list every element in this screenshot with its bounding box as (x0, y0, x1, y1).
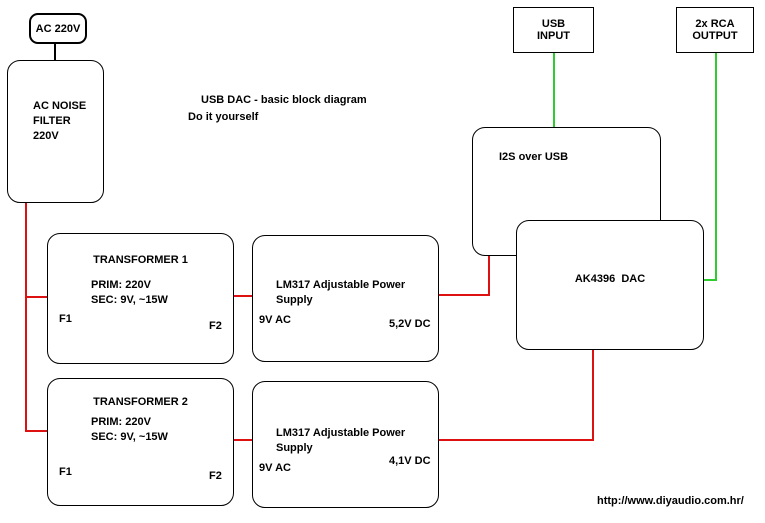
wire-usb-input-to-i2s (553, 53, 555, 127)
dac-label: AK4396 DAC (574, 273, 646, 285)
block-ac-source: AC 220V (29, 13, 87, 44)
noise-filter-label-line2: FILTER (33, 115, 71, 127)
usb-input-label-line2: INPUT (537, 30, 570, 42)
wire-psu2-output-vertical-to-dac (592, 350, 594, 441)
transformer1-sec: SEC: 9V, ~15W (91, 294, 168, 306)
block-lm317-psu-1: LM317 Adjustable Power Supply 9V AC 5,2V… (252, 235, 439, 362)
transformer1-fuse-f2: F2 (209, 320, 222, 332)
transformer1-name: TRANSFORMER 1 (93, 254, 188, 266)
block-rca-output: 2x RCA OUTPUT (676, 7, 754, 53)
transformer2-name: TRANSFORMER 2 (93, 396, 188, 408)
wire-rca-output-vertical (715, 53, 717, 281)
transformer2-fuse-f1: F1 (59, 466, 72, 478)
diagram-title: USB DAC - basic block diagram (201, 94, 367, 106)
psu2-input-label: 9V AC (259, 462, 291, 474)
wire-ac-source-to-filter (54, 44, 56, 60)
block-ac-noise-filter: AC NOISE FILTER 220V (7, 60, 104, 203)
psu2-name-line2: Supply (276, 442, 313, 454)
block-usb-input: USB INPUT (513, 7, 594, 53)
wire-psu1-output-horizontal (439, 294, 490, 296)
noise-filter-label-line1: AC NOISE (33, 100, 87, 112)
wire-ac-main-vertical (25, 203, 27, 432)
transformer1-fuse-f1: F1 (59, 313, 72, 325)
psu1-input-label: 9V AC (259, 314, 291, 326)
footer-url: http://www.diyaudio.com.hr/ (597, 495, 744, 507)
psu1-name-line1: LM317 Adjustable Power (276, 279, 406, 291)
transformer1-prim: PRIM: 220V (91, 279, 151, 291)
psu1-output-label: 5,2V DC (389, 318, 431, 330)
transformer2-sec: SEC: 9V, ~15W (91, 431, 168, 443)
wire-transformer2-to-psu2 (234, 439, 252, 441)
block-ac-source-label: AC 220V (35, 22, 81, 35)
wire-psu1-output-vertical-to-i2s (488, 256, 490, 296)
wire-transformer1-to-psu1 (234, 295, 252, 297)
i2s-label: I2S over USB (499, 151, 569, 163)
wire-dac-to-rca-horizontal (704, 279, 717, 281)
transformer2-prim: PRIM: 220V (91, 416, 151, 428)
wire-psu2-output-horizontal (439, 439, 594, 441)
block-transformer-2: TRANSFORMER 2 PRIM: 220V SEC: 9V, ~15W F… (47, 378, 234, 506)
wire-ac-to-transformer2 (26, 430, 47, 432)
psu2-name-line1: LM317 Adjustable Power (276, 427, 406, 439)
diagram-subtitle: Do it yourself (188, 111, 259, 123)
block-lm317-psu-2: LM317 Adjustable Power Supply 9V AC 4,1V… (252, 381, 439, 508)
usb-input-label-line1: USB (541, 18, 566, 30)
block-transformer-1: TRANSFORMER 1 PRIM: 220V SEC: 9V, ~15W F… (47, 233, 234, 364)
psu1-name-line2: Supply (276, 294, 313, 306)
wire-ac-to-transformer1 (26, 296, 47, 298)
rca-output-label-line2: OUTPUT (692, 30, 738, 42)
noise-filter-label-line3: 220V (33, 130, 59, 142)
rca-output-label-line1: 2x RCA (695, 18, 735, 30)
psu2-output-label: 4,1V DC (389, 455, 431, 467)
transformer2-fuse-f2: F2 (209, 470, 222, 482)
block-ak4396-dac: AK4396 DAC (516, 220, 704, 350)
